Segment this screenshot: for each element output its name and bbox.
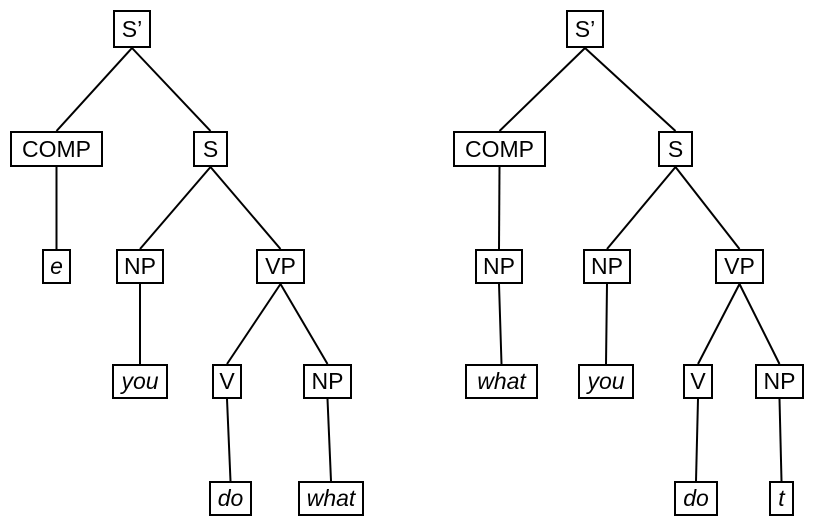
terminal-node-l-what: what	[298, 481, 364, 516]
tree-edge	[226, 398, 232, 482]
terminal-node-r-t: t	[769, 481, 794, 516]
terminal-node-l-e: e	[42, 249, 71, 284]
tree-edge	[674, 166, 741, 250]
tree-node-l-sbar: S’	[113, 10, 151, 48]
tree-edge	[584, 47, 677, 132]
terminal-node-r-do: do	[674, 481, 718, 516]
tree-edge	[605, 283, 608, 365]
tree-node-r-np1: NP	[583, 249, 631, 284]
tree-edge	[738, 283, 781, 365]
tree-edge	[226, 283, 282, 365]
tree-edge	[498, 283, 503, 365]
tree-node-r-s: S	[658, 131, 693, 167]
terminal-node-l-do: do	[209, 481, 252, 516]
tree-node-r-np0: NP	[475, 249, 523, 284]
tree-node-r-np2: NP	[755, 364, 804, 399]
tree-node-r-vp: VP	[715, 249, 764, 284]
tree-node-r-comp: COMP	[453, 131, 546, 167]
tree-edge	[139, 166, 212, 250]
tree-node-l-np1: NP	[116, 249, 164, 284]
tree-edge	[55, 47, 133, 132]
tree-edge	[498, 166, 501, 250]
tree-node-l-np2: NP	[303, 364, 352, 399]
tree-edge	[697, 283, 741, 365]
tree-edge	[606, 166, 677, 250]
terminal-node-l-you: you	[112, 364, 168, 399]
tree-node-r-sbar: S’	[566, 10, 604, 48]
tree-node-l-comp: COMP	[10, 131, 103, 167]
tree-node-l-vp: VP	[256, 249, 305, 284]
tree-node-l-s: S	[193, 131, 228, 167]
tree-edge	[695, 398, 699, 482]
terminal-node-r-what: what	[465, 364, 538, 399]
tree-edge	[778, 398, 783, 482]
terminal-node-r-you: you	[578, 364, 634, 399]
tree-edge	[498, 47, 586, 132]
tree-edge	[209, 166, 282, 250]
tree-edge	[279, 283, 329, 365]
tree-edge	[131, 47, 212, 132]
tree-node-r-v: V	[683, 364, 713, 399]
tree-node-l-v: V	[212, 364, 242, 399]
tree-edge	[326, 398, 332, 482]
